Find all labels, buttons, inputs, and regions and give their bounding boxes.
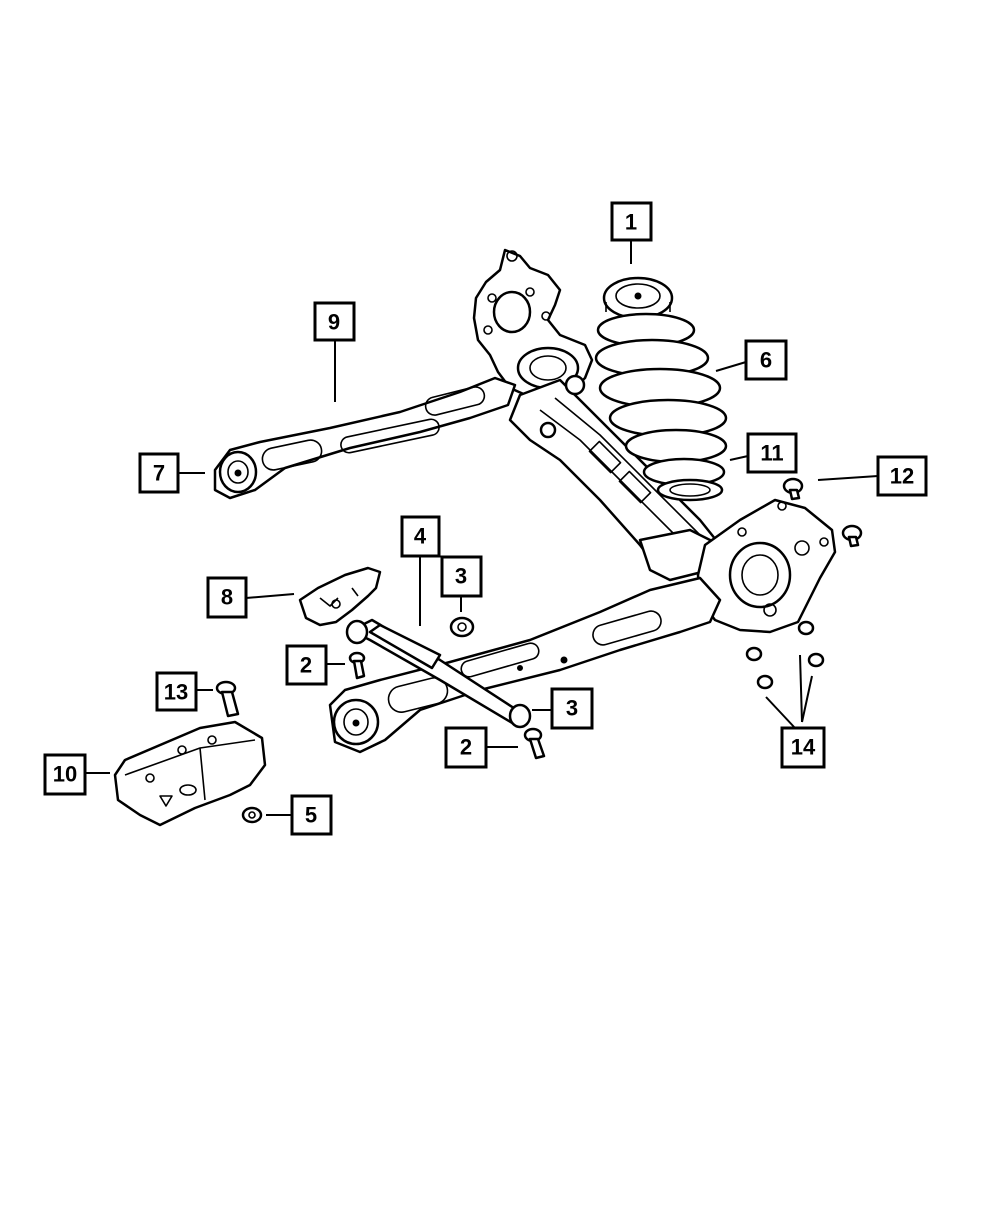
callout-9-label: 9 [328, 310, 340, 335]
bolt-12-b [841, 524, 863, 548]
callout-9: 9 [313, 301, 356, 342]
callout-2-lower-label: 2 [460, 735, 472, 760]
callout-14-label: 14 [791, 735, 816, 760]
callout-13: 13 [155, 671, 198, 712]
callout-3-upper-label: 3 [455, 564, 467, 589]
bolt-2-lower [523, 727, 546, 760]
callout-4-label: 4 [414, 524, 427, 549]
nut-3-upper [449, 616, 475, 638]
callout-8: 8 [206, 576, 248, 619]
callout-8-label: 8 [221, 585, 233, 610]
callout-7-label: 7 [153, 461, 165, 486]
callout-4: 4 [400, 515, 441, 558]
callout-5-label: 5 [305, 803, 317, 828]
right-knuckle-bracket [696, 498, 837, 634]
jounce-bumper-bracket [113, 720, 267, 827]
callout-12-label: 12 [890, 464, 914, 489]
shock-absorber [345, 618, 532, 729]
callout-6: 6 [744, 339, 788, 381]
callout-5: 5 [290, 794, 333, 836]
upper-control-arm [213, 376, 517, 500]
callout-10: 10 [43, 753, 87, 796]
coil-spring [594, 276, 728, 502]
callout-14: 14 [780, 726, 826, 769]
callout-7: 7 [138, 452, 180, 494]
callout-2-lower: 2 [444, 726, 488, 769]
bolt-13 [215, 680, 240, 718]
nut-5 [241, 806, 263, 824]
bolt-12-a [782, 477, 804, 501]
lower-control-arm [328, 576, 722, 754]
callout-1: 1 [610, 201, 653, 242]
leader-lines [85, 240, 879, 816]
bolts-14 [745, 620, 825, 690]
callout-6-label: 6 [760, 348, 772, 373]
bolt-2-upper [348, 651, 366, 680]
shock-upper-bracket [298, 566, 382, 627]
callout-3-lower: 3 [550, 687, 594, 730]
callout-10-label: 10 [53, 762, 77, 787]
callout-1-label: 1 [625, 210, 637, 235]
callout-3-lower-label: 3 [566, 696, 578, 721]
callout-2-upper-label: 2 [300, 653, 312, 678]
callout-2-upper: 2 [285, 644, 328, 686]
callout-3-upper: 3 [440, 555, 483, 598]
callout-13-label: 13 [164, 680, 188, 705]
callout-11-label: 11 [760, 441, 783, 466]
callout-12: 12 [876, 455, 928, 497]
callout-11: 11 [746, 432, 798, 474]
